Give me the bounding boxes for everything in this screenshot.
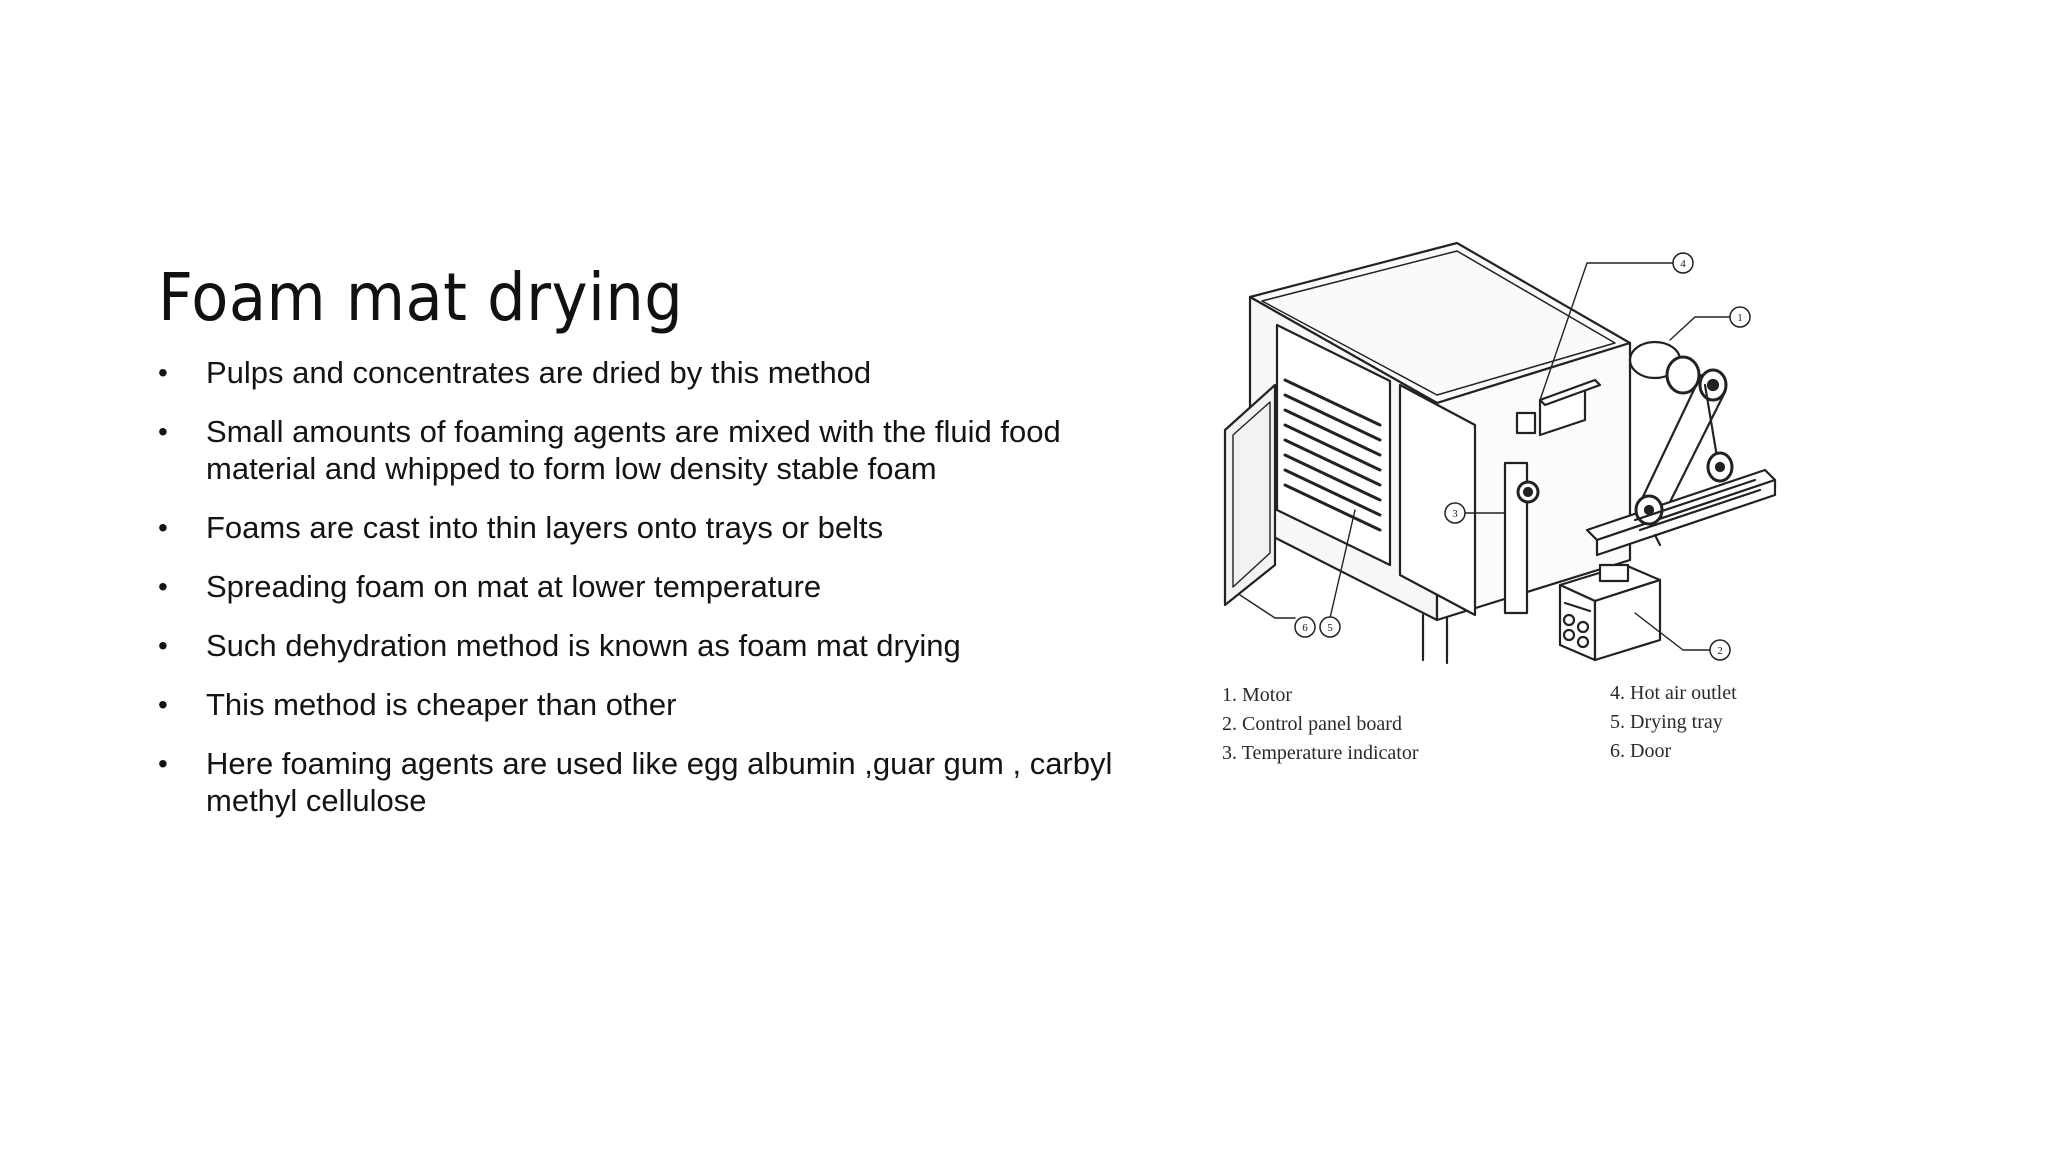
legend-item: 6. Door (1610, 740, 1672, 762)
bullet-text: This method is cheaper than other (206, 687, 677, 722)
bullet-item: • Pulps and concentrates are dried by th… (158, 354, 1138, 391)
bullet-icon: • (158, 416, 168, 447)
bullet-item: • Here foaming agents are used like egg … (158, 745, 1138, 819)
bullet-text: Small amounts of foaming agents are mixe… (206, 414, 1061, 486)
slide-title: Foam mat drying (158, 259, 684, 336)
legend-item: 1. Motor (1222, 684, 1292, 706)
bullet-text: Foams are cast into thin layers onto tra… (206, 510, 884, 545)
bullet-text: Spreading foam on mat at lower temperatu… (206, 569, 822, 604)
callout-2: 2 (1717, 645, 1723, 657)
diagram-legend-left: 1. Motor 2. Control panel board 3. Tempe… (1222, 681, 1418, 768)
bullet-icon: • (158, 689, 168, 720)
tray-dryer-diagram-icon: 4 1 3 2 5 6 (1215, 235, 1815, 775)
bullet-item: • This method is cheaper than other (158, 686, 1138, 723)
callout-6: 6 (1302, 622, 1308, 634)
bullet-icon: • (158, 748, 168, 779)
bullet-item: • Foams are cast into thin layers onto t… (158, 509, 1138, 546)
callout-5: 5 (1327, 622, 1333, 634)
bullet-icon: • (158, 512, 168, 543)
bullet-item: • Spreading foam on mat at lower tempera… (158, 568, 1138, 605)
bullet-icon: • (158, 571, 168, 602)
callout-1: 1 (1737, 312, 1743, 324)
legend-item: 4. Hot air outlet (1610, 682, 1737, 704)
bullet-list: • Pulps and concentrates are dried by th… (158, 354, 1138, 841)
bullet-text: Here foaming agents are used like egg al… (206, 746, 1113, 818)
bullet-icon: • (158, 630, 168, 661)
bullet-text: Such dehydration method is known as foam… (206, 628, 961, 663)
legend-item: 5. Drying tray (1610, 711, 1723, 733)
bullet-item: • Small amounts of foaming agents are mi… (158, 413, 1138, 487)
legend-item: 3. Temperature indicator (1222, 742, 1419, 764)
bullet-item: • Such dehydration method is known as fo… (158, 627, 1138, 664)
bullet-icon: • (158, 357, 168, 388)
bullet-text: Pulps and concentrates are dried by this… (206, 355, 872, 390)
diagram-legend-right: 4. Hot air outlet 5. Drying tray 6. Door (1610, 679, 1737, 766)
callout-4: 4 (1680, 258, 1686, 270)
callout-3: 3 (1452, 508, 1458, 520)
legend-item: 2. Control panel board (1222, 713, 1402, 735)
